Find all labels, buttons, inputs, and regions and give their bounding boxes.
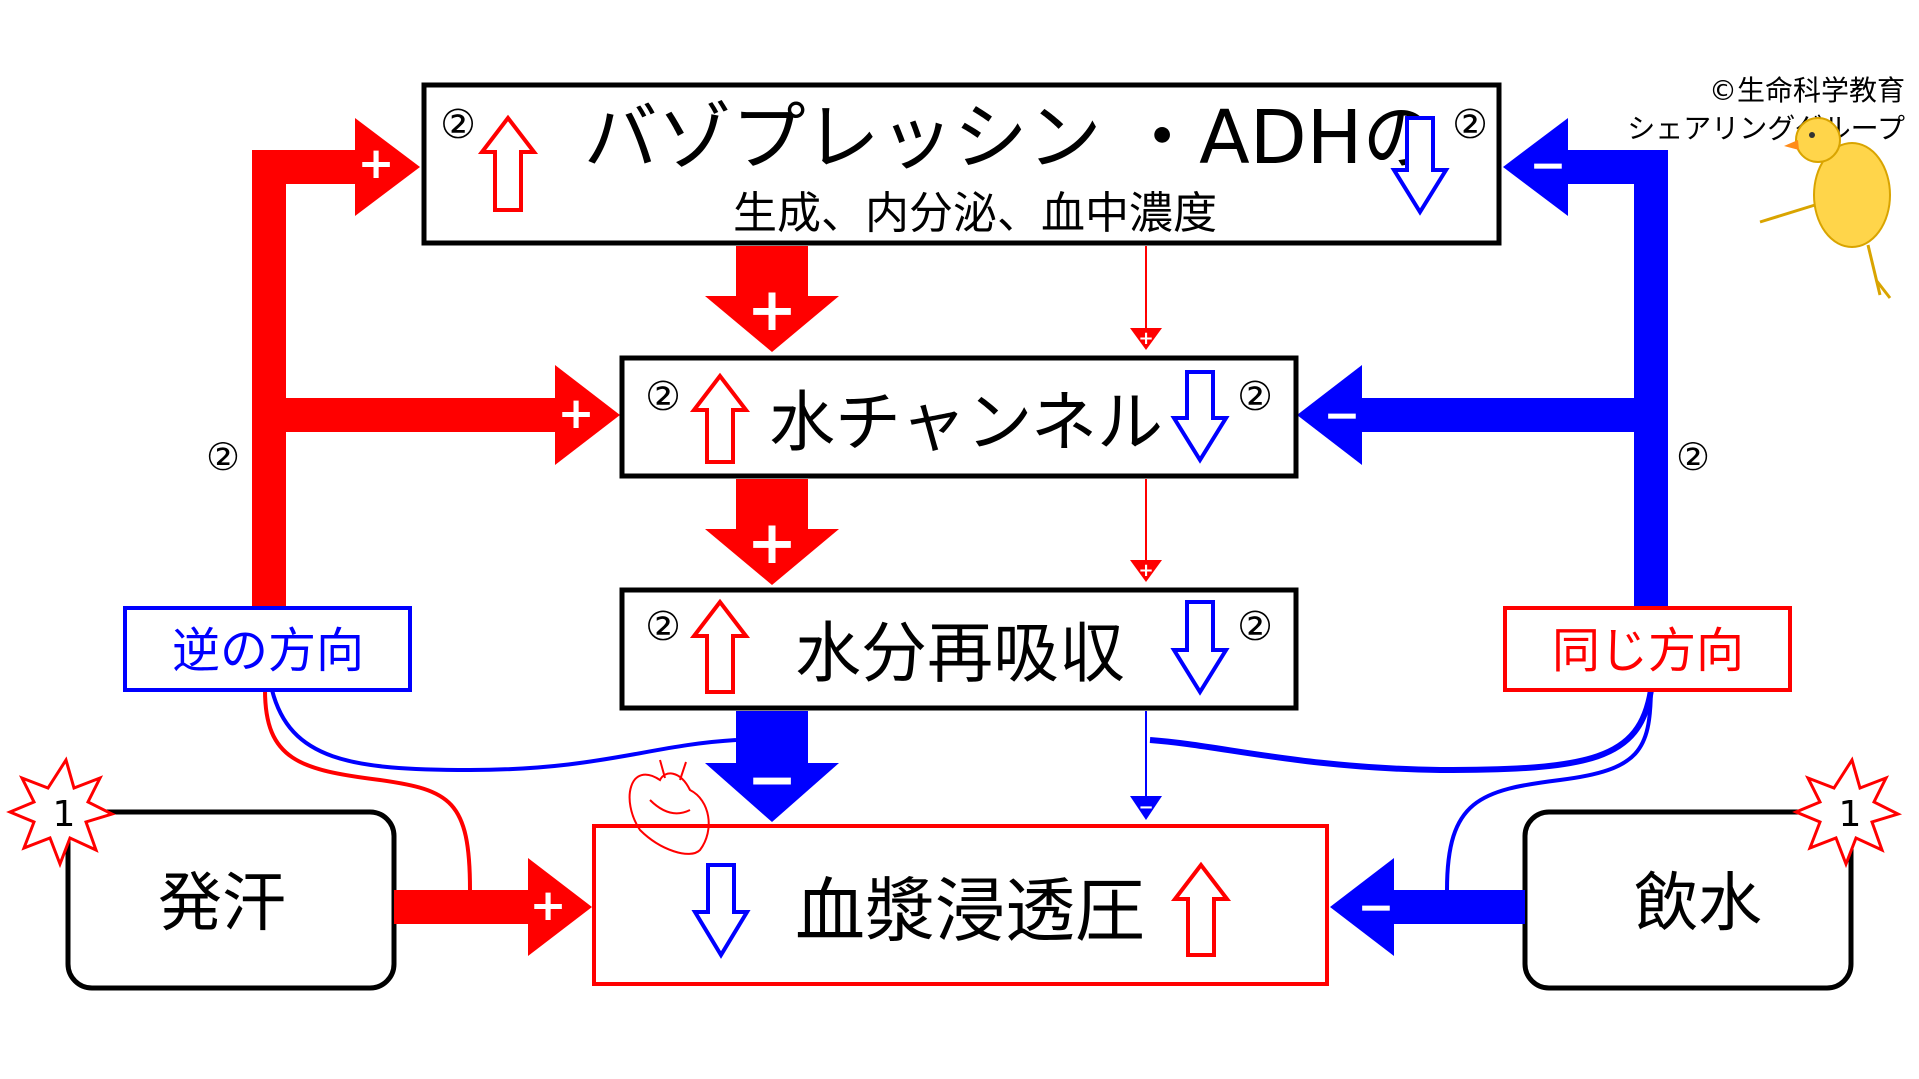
right-marker: ②: [1676, 435, 1710, 479]
vasopressin-title: バゾプレッシン ・ADHの: [584, 95, 1437, 181]
vasopressin-marker-right: ②: [1452, 102, 1488, 148]
osmolality-title: 血漿浸透圧: [795, 870, 1145, 952]
minus-icon: −: [747, 745, 797, 815]
drinking-title: 飲水: [1634, 867, 1762, 941]
minus-icon: −: [1324, 390, 1361, 441]
arrow-vaso-to-aqua-thin: +: [1130, 246, 1162, 350]
down-arrow-icon: [1390, 116, 1450, 216]
copyright-line2: シェアリンググループ: [1627, 112, 1905, 145]
down-arrow-icon: [1170, 600, 1230, 696]
same-direction-label: 同じ方向: [1503, 606, 1792, 692]
star-badge-icon: 1: [6, 756, 117, 869]
svg-text:同じ方向: 同じ方向: [1552, 623, 1744, 679]
arrow-reab-to-osmo-minus: −: [705, 711, 839, 822]
opposite-direction-label: 逆の方向: [123, 606, 412, 692]
plus-icon: +: [747, 275, 797, 345]
down-arrow-icon: [691, 863, 751, 959]
up-arrow-icon: [1170, 861, 1232, 957]
svg-text:1: 1: [53, 794, 76, 835]
minus-icon: −: [1530, 140, 1567, 191]
vasopressin-subtitle: 生成、内分泌、血中濃度: [733, 188, 1217, 239]
reabsorption-marker-left: ②: [645, 604, 681, 650]
reabsorption-box: ② 水分再吸収 ②: [619, 587, 1299, 711]
heart-icon: [628, 759, 710, 855]
down-arrow-icon: [1170, 370, 1230, 464]
aquaporin-title: 水チャンネル: [769, 384, 1163, 461]
arrow-vaso-to-aqua-plus: +: [705, 246, 839, 352]
left-red-pathway: + +: [252, 118, 620, 610]
reabsorption-marker-right: ②: [1237, 604, 1273, 650]
vasopressin-box: ② バゾプレッシン ・ADHの 生成、内分泌、血中濃度 ②: [421, 82, 1502, 246]
minus-icon: −: [1358, 882, 1395, 933]
vasopressin-marker-left: ②: [440, 102, 476, 148]
up-arrow-icon: [689, 598, 751, 694]
aquaporin-marker-left: ②: [645, 374, 681, 420]
right-blue-pathway: − −: [1297, 118, 1668, 610]
up-arrow-icon: [689, 372, 751, 464]
arrow-sweating-to-osmo: +: [394, 858, 592, 956]
star-badge-icon: 1: [1792, 756, 1903, 869]
drinking-box: 飲水: [1522, 809, 1854, 991]
arrow-drinking-to-osmo: −: [1330, 858, 1525, 956]
arrow-aqua-to-reab-plus: +: [705, 479, 839, 585]
svg-text:1: 1: [1839, 794, 1862, 835]
plus-icon: +: [1138, 328, 1153, 349]
plus-icon: +: [1138, 560, 1153, 581]
osmolality-box: 血漿浸透圧: [592, 824, 1329, 986]
plus-icon: +: [747, 508, 797, 578]
sweating-title: 発汗: [158, 867, 286, 941]
copyright-line1: ©生命科学教育: [1709, 74, 1905, 107]
left-marker: ②: [206, 435, 240, 479]
arrow-reab-to-osmo-thin: −: [1130, 711, 1162, 820]
up-arrow-icon: [477, 114, 539, 212]
arrow-aqua-to-reab-thin: +: [1130, 479, 1162, 582]
chick-icon: [1759, 117, 1892, 299]
reabsorption-title: 水分再吸収: [795, 615, 1125, 692]
aquaporin-box: ② 水チャンネル ②: [619, 355, 1299, 479]
svg-text:逆の方向: 逆の方向: [172, 623, 364, 679]
plus-icon: +: [530, 880, 567, 931]
sweating-box: 発汗: [65, 809, 397, 991]
feedback-curves: [263, 689, 1654, 891]
plus-icon: +: [558, 388, 595, 439]
aquaporin-marker-right: ②: [1237, 374, 1273, 420]
minus-icon: −: [1138, 797, 1153, 818]
plus-icon: +: [358, 138, 395, 189]
